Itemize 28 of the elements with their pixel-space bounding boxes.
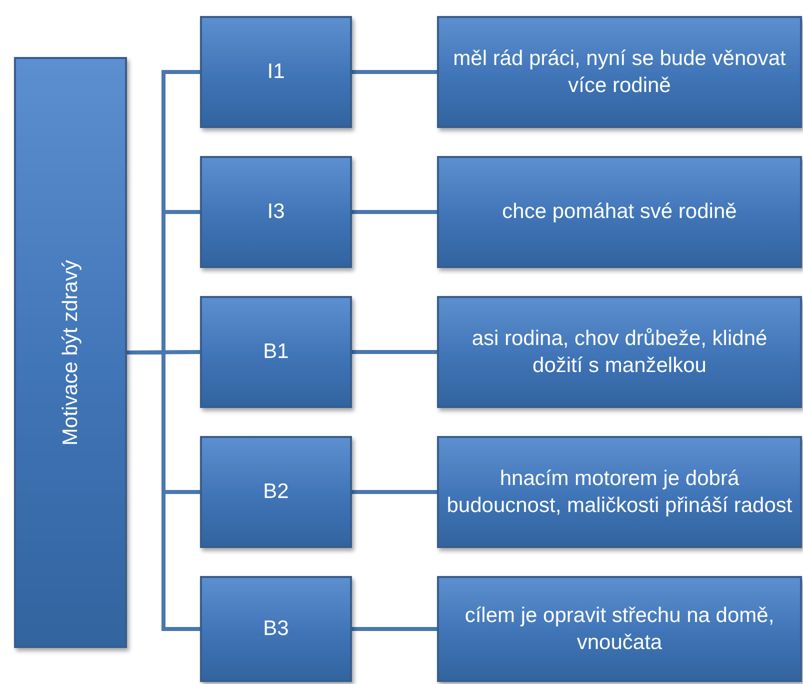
answer-text: asi rodina, chov drůbeže, klidné dožití s manželkou [470,326,768,379]
respondent-box [200,576,352,682]
respondent-code: I1 [266,59,286,86]
answer-box [437,156,802,268]
connector-line [127,350,200,631]
answer-text: chce pomáhat své rodině [501,199,738,226]
connector-line [352,350,437,354]
answer-text: cílem je opravit střechu na domě, vnoučata [464,602,776,656]
answer-box [437,16,802,128]
connector-line [352,490,437,494]
category-label: Motivace být zdravý [58,260,83,446]
connector-line [352,627,437,631]
respondent-box [200,16,352,128]
respondent-box [200,156,352,268]
answer-text: měl rád práci, nyní se bude věnovat více rodině [452,46,787,99]
answer-box [437,436,802,548]
respondent-code: B3 [262,616,290,642]
answer-box [437,576,802,682]
answer-box [437,296,802,408]
respondent-box [200,436,352,548]
answer-text: hnacím motorem je dobrá budoucnost, maličkosti přináší radost [446,466,794,519]
connector-line [352,210,437,214]
connector-line [352,70,437,74]
category-box [14,57,127,648]
respondent-code: I3 [266,199,286,226]
respondent-code: B2 [262,479,290,506]
respondent-box [200,296,352,408]
respondent-code: B1 [262,339,290,366]
